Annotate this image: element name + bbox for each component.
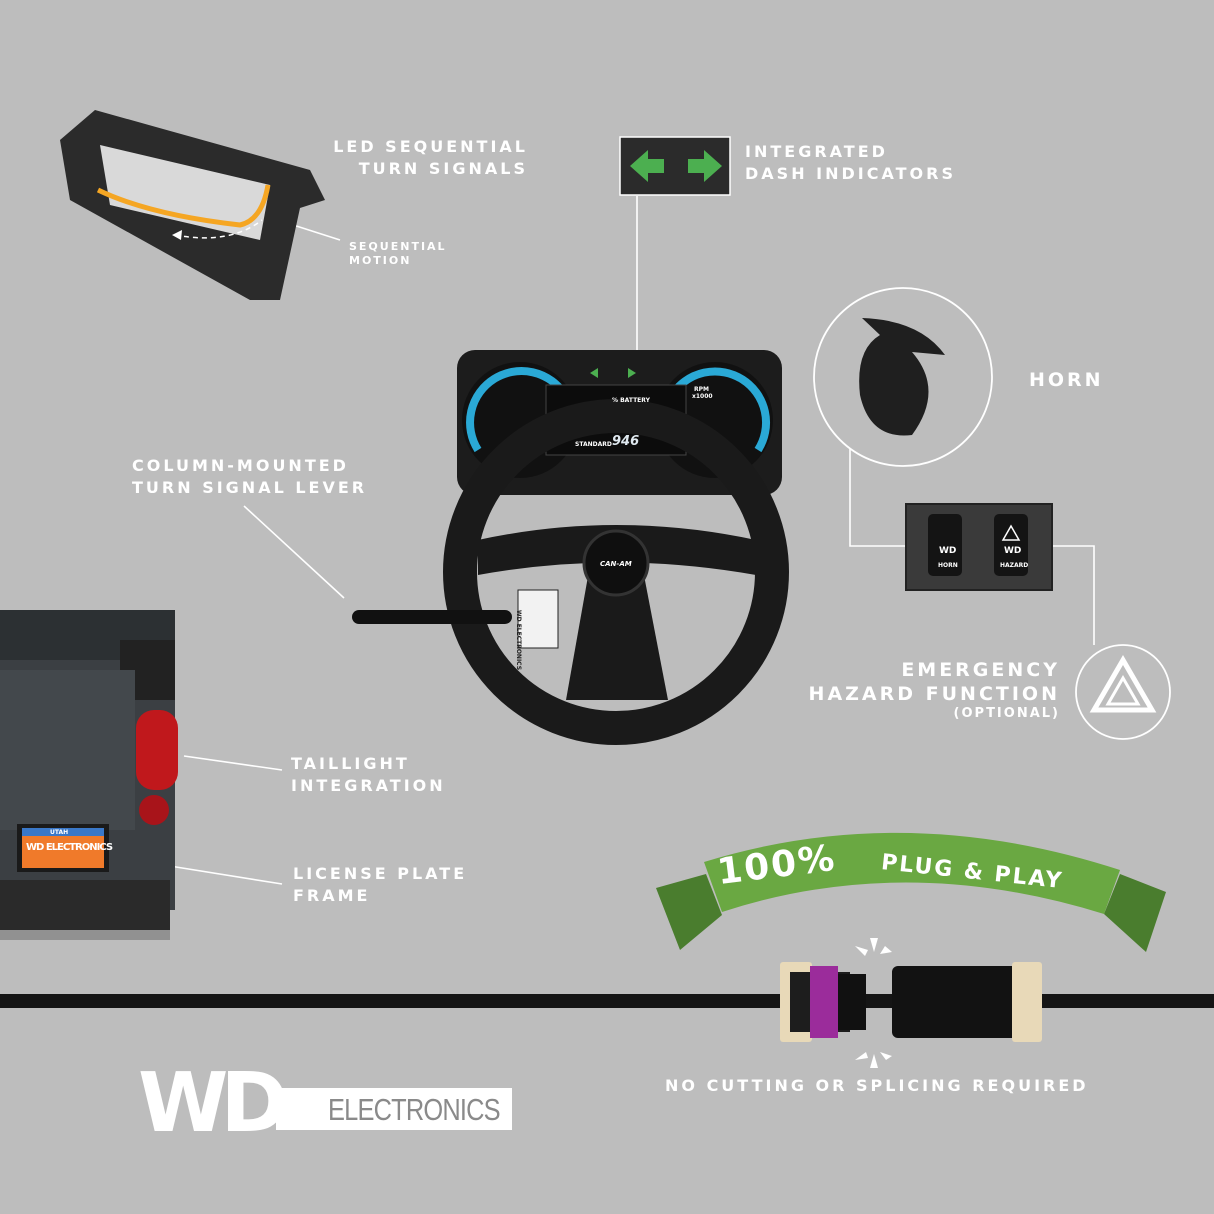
logo-word: ELECTRONICS xyxy=(328,1092,501,1127)
turn-signal-lever xyxy=(352,610,512,624)
label-line: EMERGENCY xyxy=(901,659,1060,681)
dash-rpm-value: x1000 xyxy=(692,393,713,400)
dash-indicator-box xyxy=(619,136,731,196)
dash-mode: STANDARD xyxy=(575,441,612,448)
horn-label: HORN xyxy=(1029,369,1104,391)
label-line: INTEGRATED xyxy=(745,142,888,161)
switch-panel xyxy=(905,503,1053,591)
switch-hazard-label: HAZARD xyxy=(1000,562,1029,569)
hazard-badge xyxy=(1075,644,1171,740)
vehicle-rear xyxy=(0,610,200,990)
plug-play-banner xyxy=(656,832,1166,952)
label-line: FRAME xyxy=(293,886,371,905)
taillight-label: TAILLIGHT INTEGRATION xyxy=(291,753,446,797)
column-mounted-label: COLUMN-MOUNTED TURN SIGNAL LEVER xyxy=(132,455,367,499)
switch-horn-label: HORN xyxy=(938,562,958,569)
dash-rpm: RPM xyxy=(694,386,709,393)
turn-signal-housing xyxy=(60,110,325,300)
license-plate-label: LICENSE PLATE FRAME xyxy=(293,863,467,907)
taillight-leader xyxy=(183,755,283,771)
integrated-dash-label: INTEGRATED DASH INDICATORS xyxy=(745,141,956,185)
logo-mark: WD xyxy=(138,1056,288,1151)
cable-connector xyxy=(0,938,1214,1068)
lever-leader xyxy=(243,505,345,599)
label-line: LICENSE PLATE xyxy=(293,864,468,883)
wd-module xyxy=(517,589,559,649)
steering-wheel xyxy=(352,399,789,745)
logo-box xyxy=(276,1088,512,1130)
hazard-triangle-icon xyxy=(1089,655,1157,713)
label-line: TURN SIGNALS xyxy=(358,159,528,178)
led-sequential-label: LED SEQUENTIAL TURN SIGNALS xyxy=(300,136,528,180)
plate-text: WD ELECTRONICS xyxy=(26,842,113,853)
arrow-right-icon xyxy=(688,150,722,182)
label-line: DASH INDICATORS xyxy=(745,164,956,183)
horn-leader xyxy=(849,448,928,547)
plate-state: UTAH xyxy=(50,829,69,836)
label-line: TAILLIGHT xyxy=(291,754,410,773)
horn-image xyxy=(813,287,993,467)
emergency-hazard-label: EMERGENCY HAZARD FUNCTION (OPTIONAL) xyxy=(790,658,1060,722)
label-line: TURN SIGNAL LEVER xyxy=(132,478,368,497)
label-line: MOTION xyxy=(349,254,412,267)
module-text: WD ELECTRONICS xyxy=(515,610,522,671)
no-cutting-label: NO CUTTING OR SPLICING REQUIRED xyxy=(665,1076,1089,1095)
label-line: INTEGRATION xyxy=(291,776,446,795)
switch-brand-right: WD xyxy=(1004,546,1022,556)
arrow-left-icon xyxy=(630,150,664,182)
label-line: LED SEQUENTIAL xyxy=(333,137,528,156)
label-line: HAZARD FUNCTION xyxy=(808,683,1060,705)
horn-icon xyxy=(859,318,945,436)
switch-brand-left: WD xyxy=(939,546,957,556)
label-line: COLUMN-MOUNTED xyxy=(132,456,349,475)
label-line: (OPTIONAL) xyxy=(953,706,1060,721)
taillight xyxy=(136,710,178,790)
wheel-hub-text: CAN-AM xyxy=(600,560,632,568)
label-line: SEQUENTIAL xyxy=(349,240,447,253)
dash-reading: 946 xyxy=(612,434,640,449)
sequential-motion-label: SEQUENTIAL MOTION xyxy=(349,240,447,268)
dash-battery-label: % BATTERY xyxy=(612,397,650,404)
